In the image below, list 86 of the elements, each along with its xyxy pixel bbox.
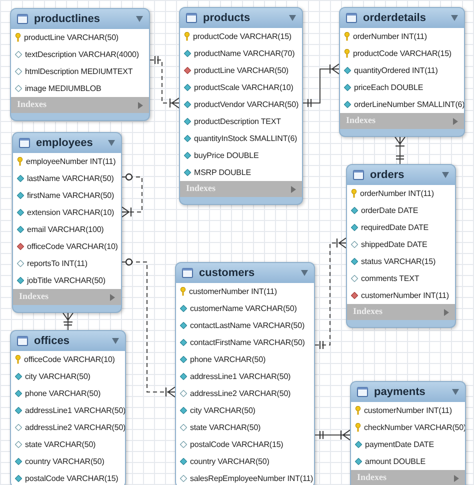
column-definition: htmlDescription MEDIUMTEXT (25, 66, 133, 78)
column-definition: extension VARCHAR(10) (27, 206, 114, 218)
column-definition: orderNumber INT(11) (360, 188, 434, 200)
column-definition: phone VARCHAR(50) (190, 354, 266, 366)
column-definition: image MEDIUMBLOB (25, 82, 102, 94)
column-definition: jobTitle VARCHAR(50) (27, 274, 106, 286)
column-definition: country VARCHAR(50) (25, 456, 104, 468)
column-definition: reportsTo INT(11) (27, 258, 88, 270)
table-name: orders (370, 168, 404, 183)
relationship-line (302, 64, 340, 107)
column-definition: contactLastName VARCHAR(50) (190, 320, 305, 332)
column-definition: MSRP DOUBLE (194, 166, 251, 178)
column-definition: amount DOUBLE (365, 456, 426, 468)
table-card (12, 132, 122, 313)
column-definition: salesRepEmployeeNumber INT(11) (190, 472, 314, 484)
column-definition: status VARCHAR(15) (361, 256, 436, 268)
column-definition: state VARCHAR(50) (190, 422, 261, 434)
table-card (10, 330, 126, 485)
column-definition: officeCode VARCHAR(10) (27, 240, 118, 252)
column-definition: city VARCHAR(50) (25, 370, 90, 382)
column-definition: productName VARCHAR(70) (194, 48, 295, 60)
table-name: customers (199, 266, 255, 281)
table-card (350, 381, 466, 485)
column-definition: customerName VARCHAR(50) (190, 302, 297, 314)
column-definition: customerNumber INT(11) (361, 290, 449, 302)
table-name: payments (374, 384, 426, 400)
relationship-line (394, 136, 406, 164)
table-name: employees (36, 136, 93, 151)
column-definition: productLine VARCHAR(50) (194, 64, 288, 76)
column-definition: addressLine2 VARCHAR(50) (25, 422, 125, 434)
indexes-label: Indexes (346, 114, 376, 128)
column-definition: shippedDate DATE (361, 238, 428, 250)
column-definition: addressLine2 VARCHAR(50) (190, 388, 291, 400)
table-card (339, 7, 465, 137)
indexes-label: Indexes (186, 182, 216, 196)
column-definition: lastName VARCHAR(50) (27, 172, 114, 184)
column-definition: productLine VARCHAR(50) (24, 32, 118, 44)
column-definition: email VARCHAR(100) (27, 224, 104, 236)
column-definition: contactFirstName VARCHAR(50) (190, 336, 305, 348)
column-definition: city VARCHAR(50) (190, 404, 256, 416)
table-card (179, 7, 303, 205)
column-definition: addressLine1 VARCHAR(50) (190, 370, 291, 382)
indexes-label: Indexes (357, 471, 387, 484)
column-definition: textDescription VARCHAR(4000) (25, 48, 139, 60)
column-definition: productCode VARCHAR(15) (353, 48, 452, 60)
column-definition: state VARCHAR(50) (25, 438, 96, 450)
column-definition: priceEach DOUBLE (354, 82, 424, 94)
column-definition: officeCode VARCHAR(10) (24, 354, 115, 366)
column-definition: orderNumber INT(11) (353, 30, 427, 42)
relationship-line (62, 312, 74, 330)
table-name: products (203, 10, 250, 26)
indexes-label: Indexes (19, 290, 49, 304)
column-definition: productDescription TEXT (194, 116, 281, 128)
column-definition: customerNumber INT(11) (364, 404, 452, 416)
indexes-label: Indexes (17, 98, 47, 112)
column-definition: orderLineNumber SMALLINT(6) (354, 98, 464, 110)
relationship-line (314, 430, 350, 440)
column-definition: quantityOrdered INT(11) (354, 64, 438, 76)
column-definition: buyPrice DOUBLE (194, 150, 259, 162)
column-definition: productScale VARCHAR(10) (194, 82, 294, 94)
column-definition: orderDate DATE (361, 204, 418, 216)
table-name: orderdetails (363, 10, 426, 26)
indexes-label: Indexes (353, 305, 383, 318)
column-definition: requiredDate DATE (361, 222, 429, 234)
relationship-line (122, 258, 176, 398)
column-definition: country VARCHAR(50) (190, 456, 270, 468)
table-name: offices (34, 334, 70, 349)
column-definition: productCode VARCHAR(15) (193, 30, 292, 42)
column-definition: customerNumber INT(11) (189, 286, 277, 298)
column-definition: firstName VARCHAR(50) (27, 190, 114, 202)
column-definition: quantityInStock SMALLINT(6) (194, 132, 298, 144)
column-definition: addressLine1 VARCHAR(50) (25, 404, 125, 416)
column-definition: comments TEXT (361, 272, 420, 284)
column-definition: postalCode VARCHAR(15) (190, 438, 284, 450)
column-definition: productVendor VARCHAR(50) (194, 98, 299, 110)
column-definition: postalCode VARCHAR(15) (25, 472, 118, 484)
table-card (346, 164, 456, 328)
table-card (175, 262, 315, 485)
column-definition: paymentDate DATE (365, 438, 434, 450)
relationship-line (314, 238, 346, 349)
relationship-line (122, 173, 142, 218)
table-name: productlines (34, 12, 100, 27)
relationship-line (150, 56, 180, 108)
column-definition: phone VARCHAR(50) (25, 388, 101, 400)
column-definition: employeeNumber INT(11) (26, 156, 116, 168)
table-card (10, 8, 150, 121)
